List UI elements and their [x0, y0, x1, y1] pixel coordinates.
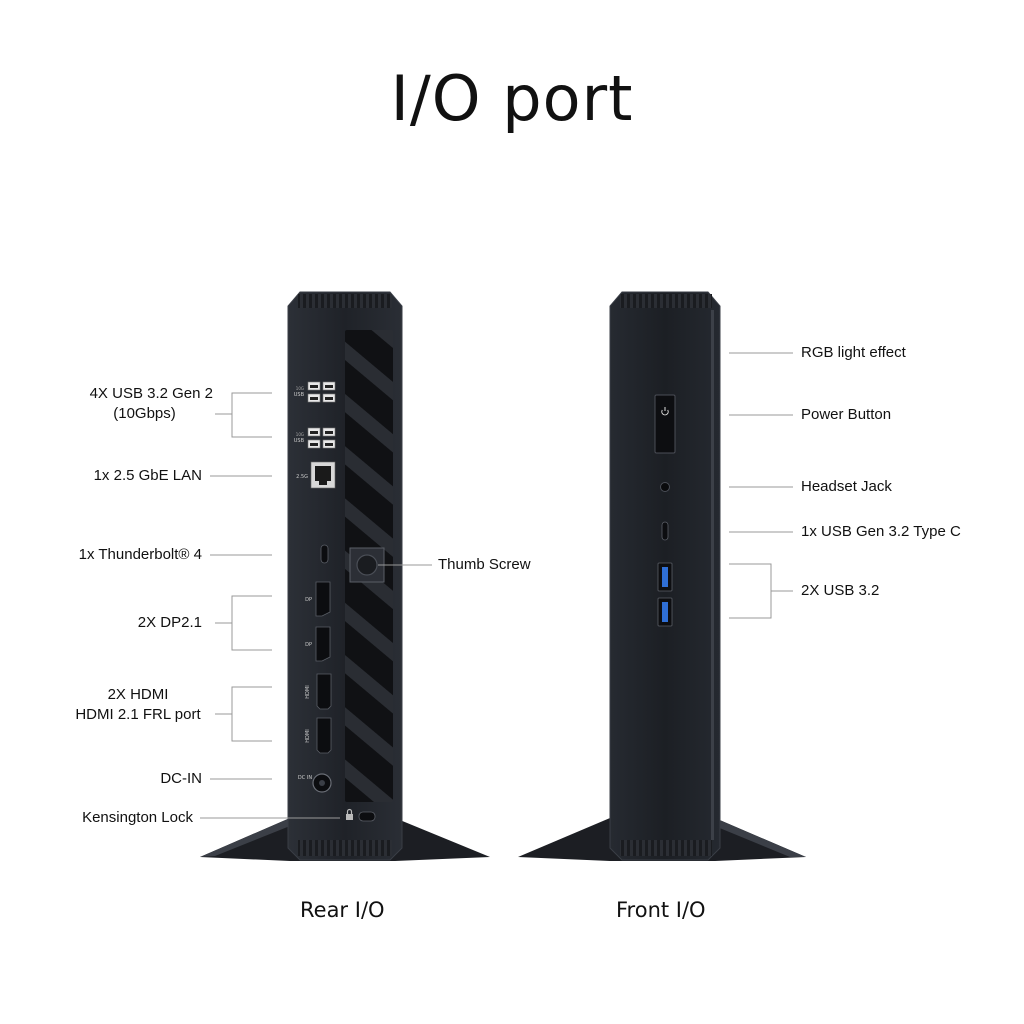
rear-leader-lines	[200, 392, 432, 819]
usb-bottom-marking-1: 10G	[296, 432, 304, 437]
callout-headset: Headset Jack	[801, 478, 892, 495]
front-usb-port-upper	[657, 562, 673, 592]
dc-in-marking: DC IN	[298, 775, 312, 781]
rear-hdmi-port-upper	[316, 673, 332, 710]
rear-hdmi-port-lower	[316, 717, 332, 754]
rear-device: 10G USB 10G USB 2.5G DP DP HDMI HDMI DC …	[200, 291, 490, 861]
rear-lan-port	[310, 461, 336, 489]
hdmi-lower-marking: HDMI	[305, 729, 311, 742]
usb-bottom-marking-2: USB	[294, 438, 305, 444]
front-rgb-strip	[711, 310, 714, 840]
rear-top-vent	[298, 294, 392, 308]
callout-front-usb: 2X USB 3.2	[801, 582, 880, 599]
power-icon	[661, 407, 669, 416]
leader-hdmi	[231, 686, 272, 742]
front-leader-lines	[729, 352, 793, 619]
front-power-button	[654, 394, 676, 454]
dp-lower-marking: DP	[305, 642, 312, 648]
usb-top-marking-2: USB	[294, 392, 305, 398]
callout-hdmi: 2X HDMI HDMI 2.1 FRL port	[64, 685, 212, 725]
leader-usb	[231, 392, 272, 438]
front-io-caption: Front I/O	[616, 898, 706, 922]
callout-rgb: RGB light effect	[801, 344, 906, 361]
page-title: I/O port	[390, 62, 634, 135]
callout-thumb-screw: Thumb Screw	[438, 556, 531, 573]
rear-dp-port-upper	[315, 581, 331, 617]
front-bottom-vent	[620, 840, 712, 856]
usb-top-marking-1: 10G	[296, 386, 304, 391]
leader-dp	[231, 595, 272, 651]
rear-usb-top	[307, 381, 336, 403]
callout-lan: 1x 2.5 GbE LAN	[93, 467, 202, 484]
hdmi-upper-marking: HDMI	[305, 685, 311, 698]
callout-kensington: Kensington Lock	[82, 809, 193, 826]
rear-io-caption: Rear I/O	[300, 898, 385, 922]
callout-dp: 2X DP2.1	[137, 614, 202, 631]
callout-thunderbolt: 1x Thunderbolt® 4	[78, 546, 202, 563]
front-top-vent	[620, 294, 712, 308]
callout-usb-c: 1x USB Gen 3.2 Type C	[801, 523, 961, 540]
rear-usb-bottom	[307, 427, 336, 449]
lock-icon	[346, 808, 353, 820]
callout-power: Power Button	[801, 406, 892, 423]
callout-hdmi-line1: 2X HDMI	[107, 686, 169, 703]
callout-usb: 4X USB 3.2 Gen 2 (10Gbps)	[40, 384, 213, 424]
front-usb-c-port	[661, 521, 669, 541]
front-stand-highlight	[705, 818, 806, 857]
leader-front-usb	[729, 563, 772, 619]
callout-dc-in: DC-IN	[160, 770, 202, 787]
thumb-screw	[356, 554, 378, 576]
front-headset-jack	[660, 482, 670, 492]
callout-usb-line1: 4X USB 3.2 Gen 2	[89, 385, 213, 402]
rear-dp-port-lower	[315, 626, 331, 662]
callout-hdmi-line2: HDMI 2.1 FRL port	[75, 706, 201, 723]
lan-marking: 2.5G	[296, 474, 308, 480]
rear-stand-highlight	[200, 818, 300, 857]
callout-usb-line2: (10Gbps)	[113, 405, 176, 422]
rear-thunderbolt-port	[320, 544, 329, 564]
rear-bottom-vent	[298, 840, 392, 856]
rear-kensington-slot	[358, 811, 376, 822]
front-device	[518, 291, 806, 861]
rear-dc-in-pin	[319, 780, 325, 786]
front-usb-port-lower	[657, 597, 673, 627]
dp-upper-marking: DP	[305, 597, 312, 603]
